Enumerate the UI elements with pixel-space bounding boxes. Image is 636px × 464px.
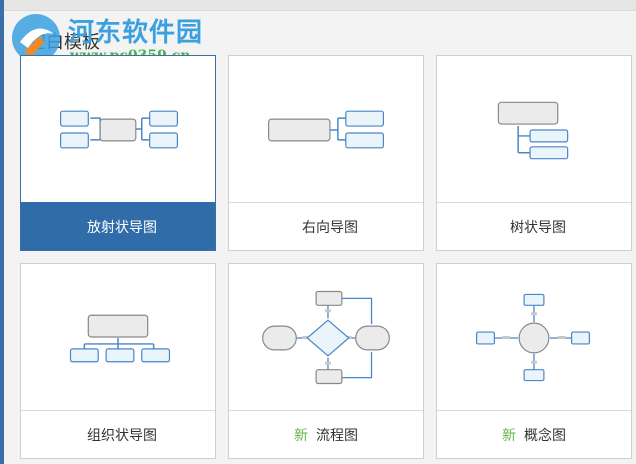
template-card-concept[interactable]: 新 概念图 [436,263,632,459]
right-map-preview [267,110,385,149]
watermark-name: 河东软件园 [68,18,204,48]
flowchart-preview [262,290,390,385]
radial-map-preview [59,110,178,149]
template-card-org[interactable]: 组织状导图 [20,263,216,459]
window-left-edge [0,0,4,464]
template-label: 组织状导图 [21,410,215,458]
template-name: 流程图 [316,427,358,444]
new-badge: 新 [502,427,516,444]
template-label: 右向导图 [229,202,423,250]
template-label: 新 概念图 [437,410,631,458]
top-bar [4,0,636,11]
template-card-flowchart[interactable]: 新 流程图 [228,263,424,459]
concept-map-preview [475,293,591,382]
template-card-tree[interactable]: 树状导图 [436,55,632,251]
template-label: 新 流程图 [229,410,423,458]
template-name: 组织状导图 [87,427,157,444]
template-card-right[interactable]: 右向导图 [228,55,424,251]
new-badge: 新 [294,427,308,444]
template-card-radial[interactable]: 放射状导图 [20,55,216,251]
org-chart-preview [69,314,171,363]
watermark-logo-icon [12,14,60,62]
tree-map-preview [497,101,569,160]
template-name: 右向导图 [302,219,358,236]
template-label: 树状导图 [437,202,631,250]
template-name: 概念图 [524,427,566,444]
template-name: 树状导图 [510,219,566,236]
template-name: 放射状导图 [87,219,157,236]
template-label: 放射状导图 [21,202,215,250]
